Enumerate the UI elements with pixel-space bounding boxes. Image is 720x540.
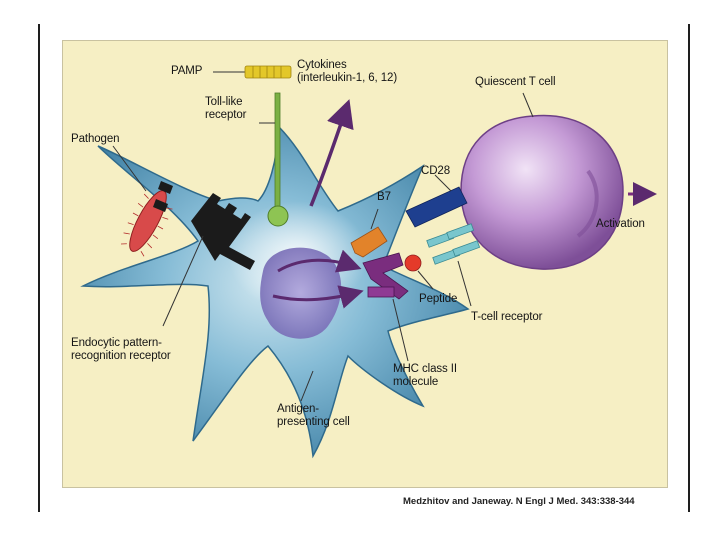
endocytic-receptor-icon bbox=[191, 193, 255, 270]
label-cytokines: Cytokines (interleukin-1, 6, 12) bbox=[297, 59, 398, 84]
leader-lines bbox=[112, 92, 534, 402]
label-pamp: PAMP bbox=[171, 65, 203, 77]
label-endocytic-receptor: Endocytic pattern- recognition receptor bbox=[71, 337, 171, 362]
b7-icon bbox=[350, 226, 388, 258]
label-quiescent-t-cell: Quiescent T cell bbox=[475, 76, 556, 88]
label-activation: Activation bbox=[596, 218, 645, 230]
mhc-class-ii-icon bbox=[362, 252, 409, 300]
citation: Medzhitov and Janeway. N Engl J Med. 343… bbox=[403, 496, 635, 507]
t-cell-receptor-icon bbox=[426, 223, 481, 265]
label-b7: B7 bbox=[377, 191, 391, 203]
label-peptide: Peptide bbox=[419, 293, 458, 305]
t-cell-nucleus-fold bbox=[576, 169, 599, 238]
toll-like-receptor-bulb bbox=[267, 205, 289, 227]
internal-arrow-2 bbox=[272, 285, 364, 309]
toll-like-receptor-stalk bbox=[274, 92, 281, 212]
label-toll-like-receptor: Toll-like receptor bbox=[205, 96, 247, 121]
label-mhc-class-ii: MHC class II molecule bbox=[393, 363, 457, 388]
right-border-line bbox=[688, 24, 690, 512]
internal-arrow-1 bbox=[277, 249, 362, 273]
cytokine-arrow bbox=[309, 99, 354, 207]
cd28-icon bbox=[405, 186, 468, 228]
label-antigen-presenting-cell: Antigen- presenting cell bbox=[277, 403, 350, 428]
t-cell-body bbox=[460, 114, 624, 270]
label-cd28: CD28 bbox=[421, 165, 451, 177]
peptide-icon bbox=[404, 254, 422, 272]
pathogen-ligands bbox=[153, 181, 173, 212]
left-border-line bbox=[38, 24, 40, 512]
diagram-drawing bbox=[80, 65, 657, 459]
pamp-icon bbox=[244, 65, 292, 79]
diagram-figure: PAMP Cytokines (interleukin-1, 6, 12) Qu… bbox=[62, 40, 668, 488]
label-t-cell-receptor: T-cell receptor bbox=[471, 311, 543, 323]
label-pathogen: Pathogen bbox=[71, 133, 120, 145]
